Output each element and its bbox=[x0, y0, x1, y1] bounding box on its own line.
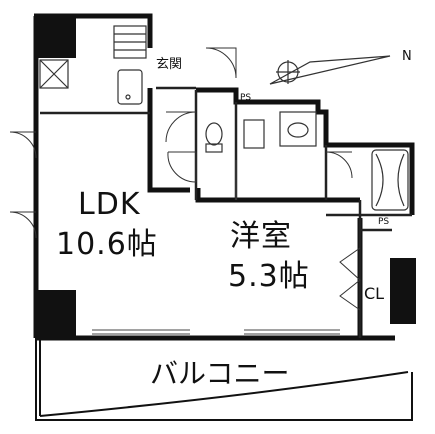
room-western-name: 洋室 bbox=[230, 219, 292, 254]
room-ldk-size: 10.6帖 bbox=[56, 227, 158, 262]
columns bbox=[34, 16, 416, 338]
room-ldk-name: LDK bbox=[78, 187, 141, 222]
room-balcony-label: バルコニー bbox=[150, 357, 290, 390]
pipe-space-label: PS bbox=[378, 217, 390, 227]
pipe-space-label: PS bbox=[240, 93, 252, 103]
kitchen bbox=[39, 25, 147, 105]
compass-icon bbox=[269, 55, 391, 85]
bathroom-fixtures bbox=[205, 111, 409, 211]
interior-walls bbox=[40, 86, 412, 338]
balcony-outline bbox=[35, 338, 413, 421]
room-closet-label: CL bbox=[364, 284, 385, 303]
room-entrance-label: 玄関 bbox=[156, 57, 183, 72]
compass-north-label: N bbox=[402, 49, 412, 64]
doors bbox=[9, 47, 361, 311]
room-western-size: 5.3帖 bbox=[228, 259, 310, 294]
windows bbox=[92, 160, 340, 335]
